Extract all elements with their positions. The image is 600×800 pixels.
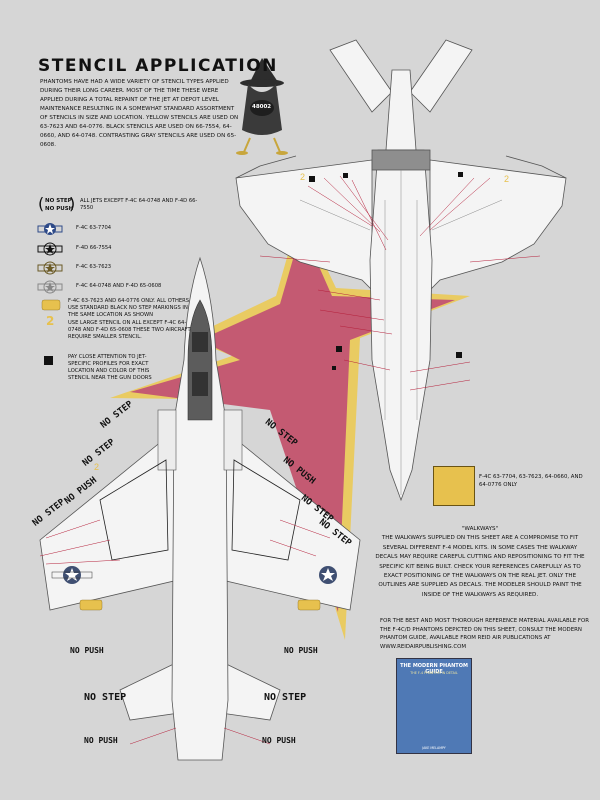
mascot-badge: 48002 — [252, 104, 272, 110]
stencil-no-push: NO PUSH — [84, 736, 118, 745]
legend-nostep: ( NO STEP NO PUSH ) ALL JETS EXCEPT F-4C… — [38, 195, 238, 216]
mascot-illustration — [236, 58, 288, 155]
walkways-body: THE WALKWAYS SUPPLIED ON THIS SHEET ARE … — [375, 535, 585, 598]
book-subtitle: THE F-4 PHANTOM IN DETAIL — [410, 671, 458, 675]
walkways-note: "WALKWAYS" THE WALKWAYS SUPPLIED ON THIS… — [372, 525, 588, 600]
legend-square-text: PAY CLOSE ATTENTION TO JET-SPECIFIC PROF… — [68, 354, 152, 381]
callout-text: F-4C 63-7704, 63-7623, 64-0660, AND 64-0… — [479, 474, 583, 488]
page-title: STENCIL APPLICATION — [38, 56, 278, 76]
stencil-no-step-large: NO STEP — [84, 692, 127, 703]
book-cover: THE MODERN PHANTOM GUIDE THE F-4 PHANTOM… — [396, 658, 472, 754]
roundel-left — [51, 566, 93, 584]
roundel-right — [319, 566, 337, 584]
book-title: THE MODERN PHANTOM GUIDE — [400, 663, 468, 675]
stencil-no-push: NO PUSH — [70, 646, 104, 655]
legend-icons — [37, 223, 63, 365]
small-markers — [309, 172, 463, 370]
intro-paragraph: PHANTOMS HAVE HAD A WIDE VARIETY OF STEN… — [40, 79, 239, 148]
yellow-numbers: 2 2 2 — [94, 172, 509, 472]
stencil-no-step-large: NO STEP — [264, 692, 307, 703]
yellow-walkway-tiles — [79, 599, 321, 611]
legend-insignia-2-text: F-4D 66-7554 — [76, 245, 112, 251]
legend-walkway-text: F-4C 63-7623 AND 64-0776 ONLY. ALL OTHER… — [68, 298, 190, 318]
legend-number-symbol: 2 — [46, 314, 55, 328]
legend-nostep-label: NO STEP — [45, 198, 72, 204]
legend-nopush-label: NO PUSH — [45, 206, 74, 212]
leader-lines — [39, 175, 541, 745]
references-note: FOR THE BEST AND MOST THOROUGH REFERENCE… — [380, 618, 589, 650]
stencil-no-push: NO PUSH — [262, 736, 296, 745]
svg-text:2: 2 — [504, 174, 509, 184]
legend-insignia-1-text: F-4C 63-7704 — [76, 225, 112, 231]
svg-text:2: 2 — [300, 172, 305, 182]
legend-nostep-text: ALL JETS EXCEPT F-4C 64-0748 AND F-4D 66… — [80, 198, 198, 211]
callout-icon — [433, 466, 475, 506]
svg-text:2: 2 — [94, 462, 99, 472]
top-view-detail — [299, 170, 503, 495]
walkway-outlines — [99, 459, 301, 561]
walkways-title: "WALKWAYS" — [461, 526, 499, 532]
legend-large-stencil-text: USE LARGE STENCIL ON ALL EXCEPT F-4C 64-… — [68, 320, 191, 340]
legend-insignia-3-text: F-4C 63-7623 — [76, 264, 112, 270]
book-author: JAKE MELAMPY — [422, 746, 446, 750]
legend-insignia-4-text: F-4C 64-0748 AND F-4D 65-0608 — [76, 283, 162, 289]
stencil-no-push: NO PUSH — [284, 646, 318, 655]
